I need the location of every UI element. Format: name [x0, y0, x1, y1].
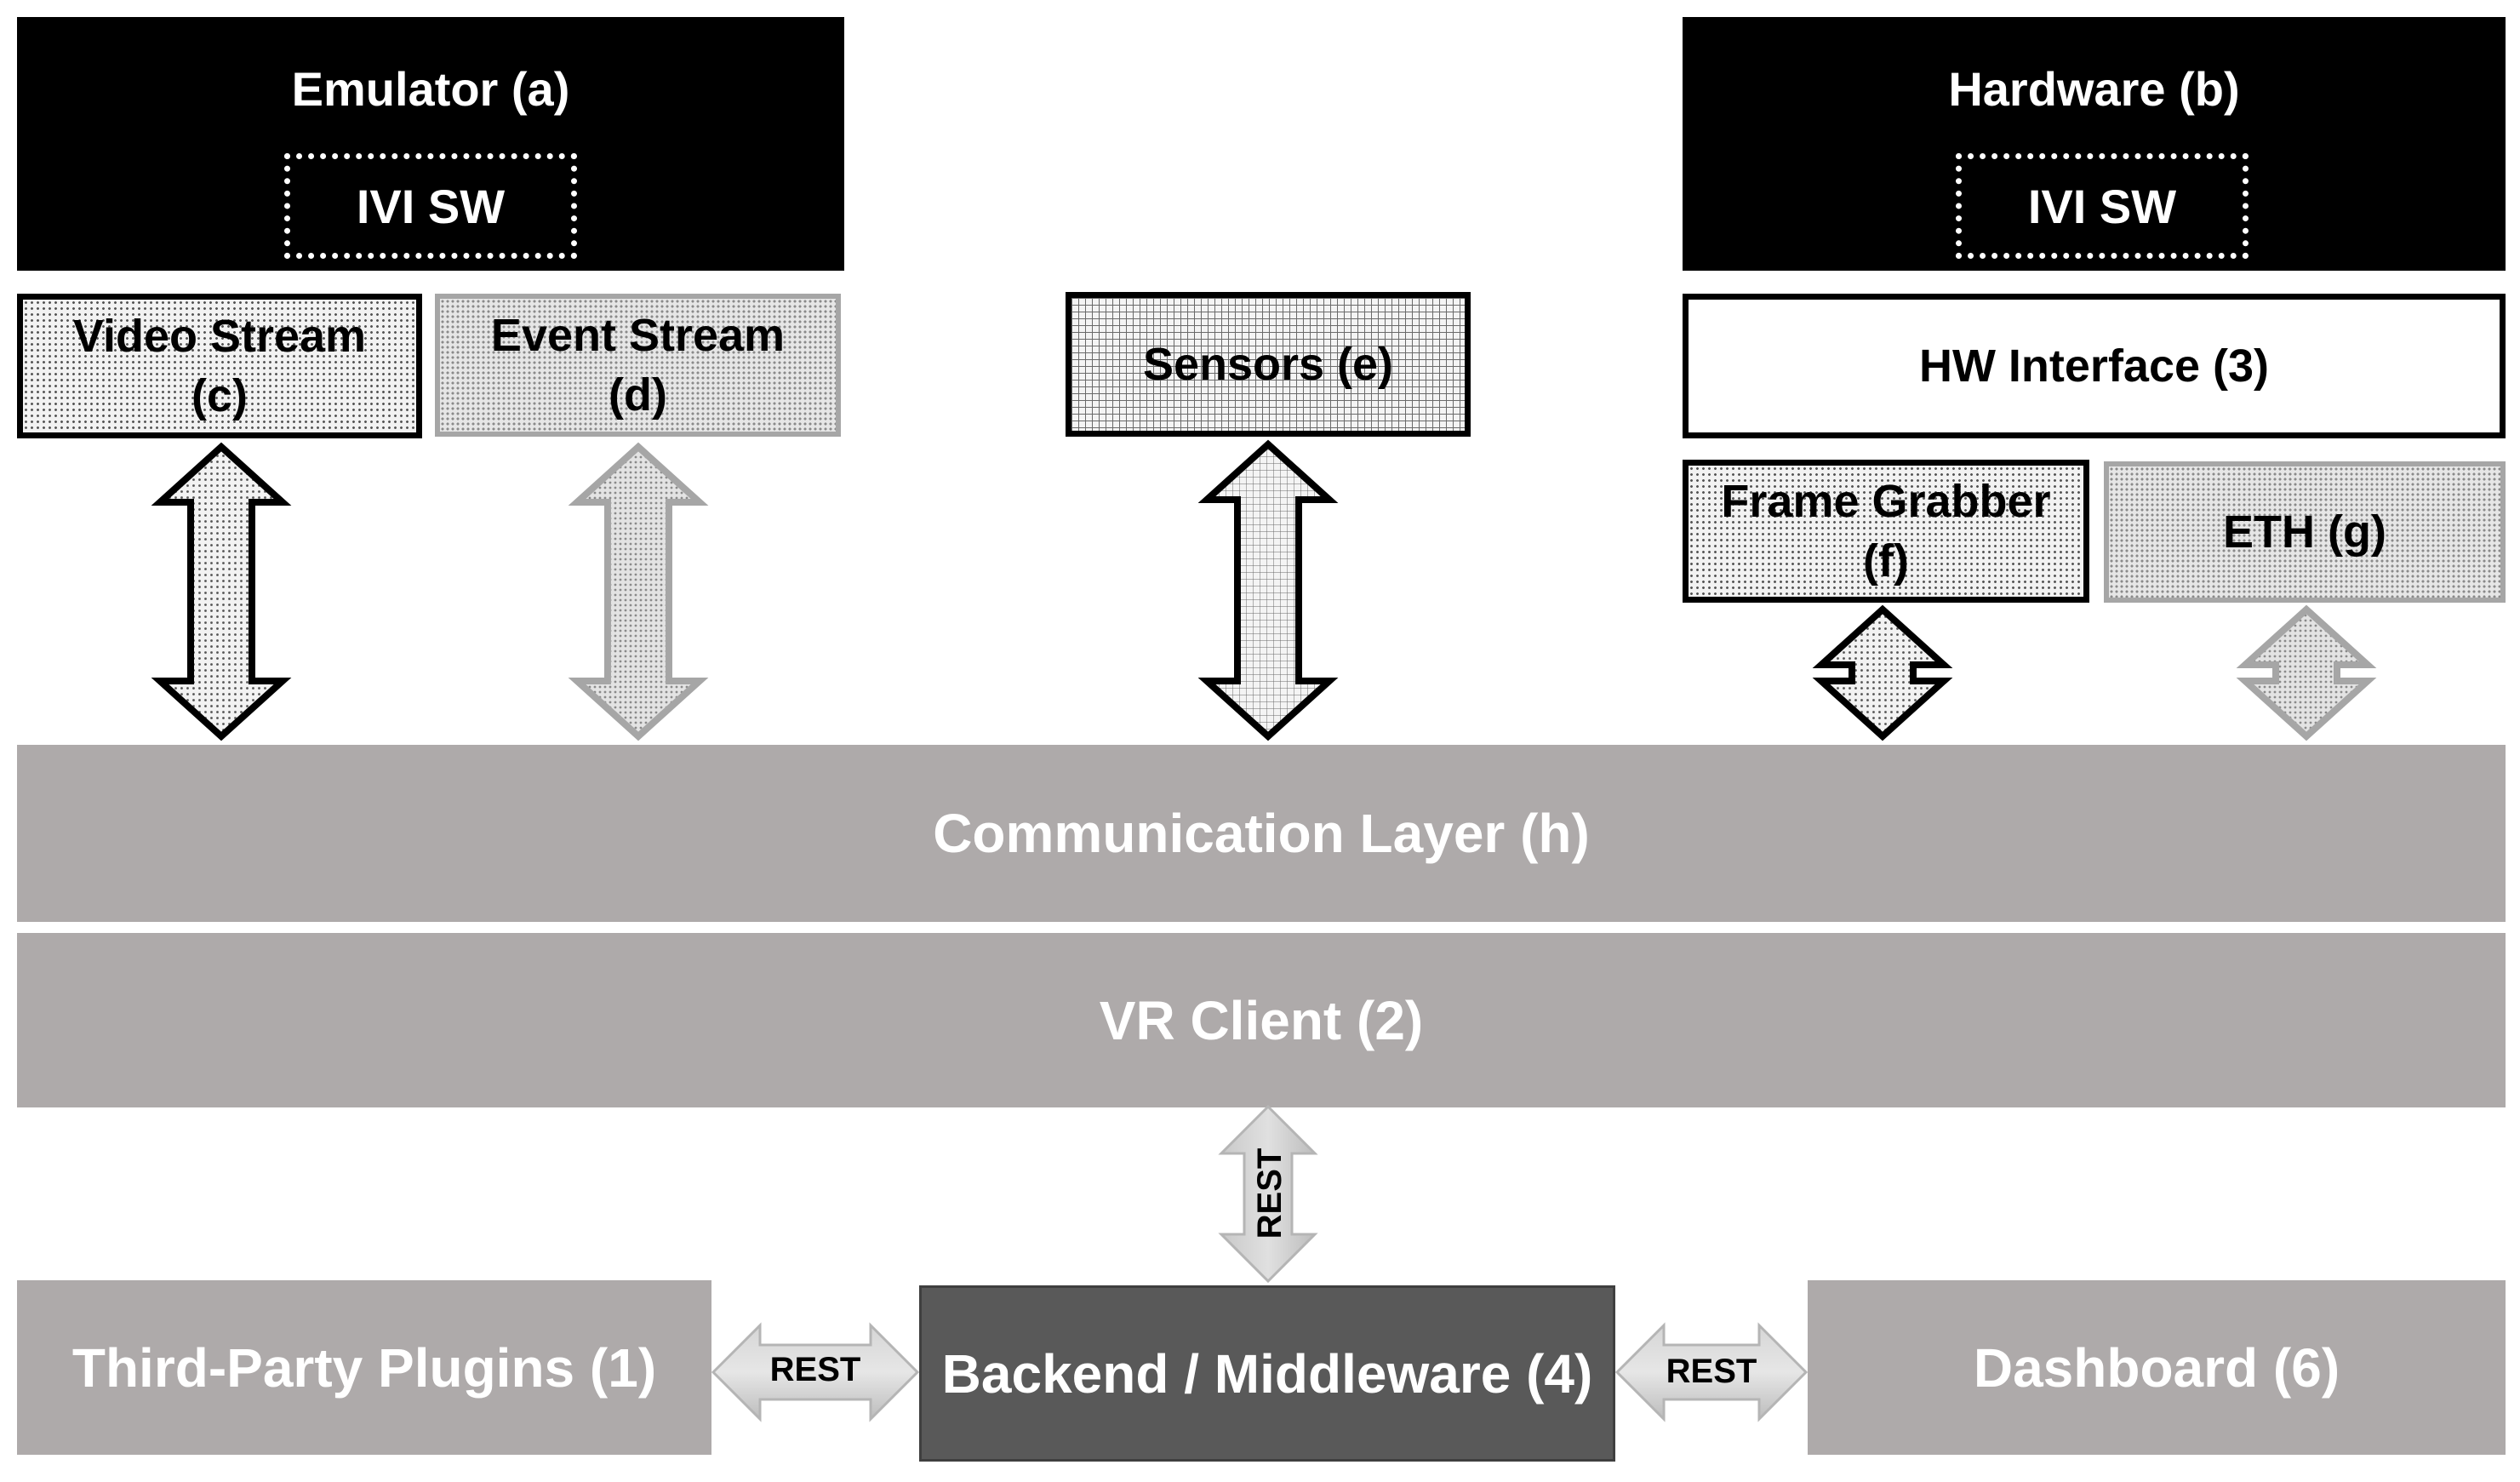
sensors-label: Sensors (e): [1142, 339, 1394, 390]
video-stream-arrow: [151, 442, 292, 741]
rest-right-label: REST: [1666, 1353, 1757, 1390]
rest-vertical-arrow: [1218, 1104, 1318, 1284]
video-stream-label-1: Video Stream: [72, 311, 367, 362]
rest-vertical-label: REST: [1251, 1148, 1289, 1239]
emulator-title: Emulator (a): [291, 62, 570, 116]
event-stream-label-2: (d): [609, 369, 667, 421]
hardware-title: Hardware (b): [1948, 62, 2240, 116]
emulator-box: Emulator (a): [17, 17, 844, 271]
vr-client-label: VR Client (2): [1099, 989, 1424, 1051]
hardware-box: Hardware (b): [1683, 17, 2506, 271]
rest-right-arrow: [1614, 1322, 1809, 1422]
rest-left-arrow: [711, 1322, 920, 1422]
hw-interface-label: HW Interface (3): [1918, 340, 2270, 392]
hardware-ivi-sw-label: IVI SW: [2027, 179, 2177, 233]
eth-box: ETH (g): [2104, 461, 2506, 603]
event-stream-label-1: Event Stream: [490, 310, 786, 361]
frame-grabber-label-2: (f): [1863, 535, 1909, 587]
dashboard-box: Dashboard (6): [1808, 1280, 2506, 1455]
eth-label: ETH (g): [2223, 506, 2386, 558]
communication-layer: Communication Layer (h): [17, 745, 2506, 922]
backend-middleware-label: Backend / Middleware (4): [941, 1342, 1593, 1405]
event-stream-box: Event Stream (d): [435, 294, 841, 437]
hw-interface-box: HW Interface (3): [1683, 294, 2506, 438]
third-party-plugins-box: Third-Party Plugins (1): [17, 1280, 711, 1455]
rest-left-label: REST: [770, 1351, 861, 1388]
third-party-plugins-label: Third-Party Plugins (1): [71, 1336, 657, 1399]
sensors-arrow: [1197, 439, 1339, 741]
eth-arrow: [2236, 604, 2377, 741]
sensors-box: Sensors (e): [1066, 292, 1471, 437]
emulator-ivi-sw-label: IVI SW: [356, 179, 506, 233]
backend-middleware-box: Backend / Middleware (4): [919, 1285, 1615, 1462]
video-stream-label-2: (c): [191, 370, 248, 421]
hardware-ivi-sw: IVI SW: [1956, 153, 2249, 259]
communication-layer-label: Communication Layer (h): [933, 803, 1590, 864]
event-stream-arrow: [568, 442, 709, 741]
frame-grabber-label-1: Frame Grabber: [1721, 476, 2051, 527]
emulator-ivi-sw: IVI SW: [284, 153, 577, 259]
frame-grabber-arrow: [1812, 604, 1953, 741]
video-stream-box: Video Stream (c): [17, 294, 422, 438]
frame-grabber-box: Frame Grabber (f): [1683, 460, 2089, 603]
dashboard-label: Dashboard (6): [1973, 1336, 2340, 1399]
vr-client-layer: VR Client (2): [17, 933, 2506, 1107]
